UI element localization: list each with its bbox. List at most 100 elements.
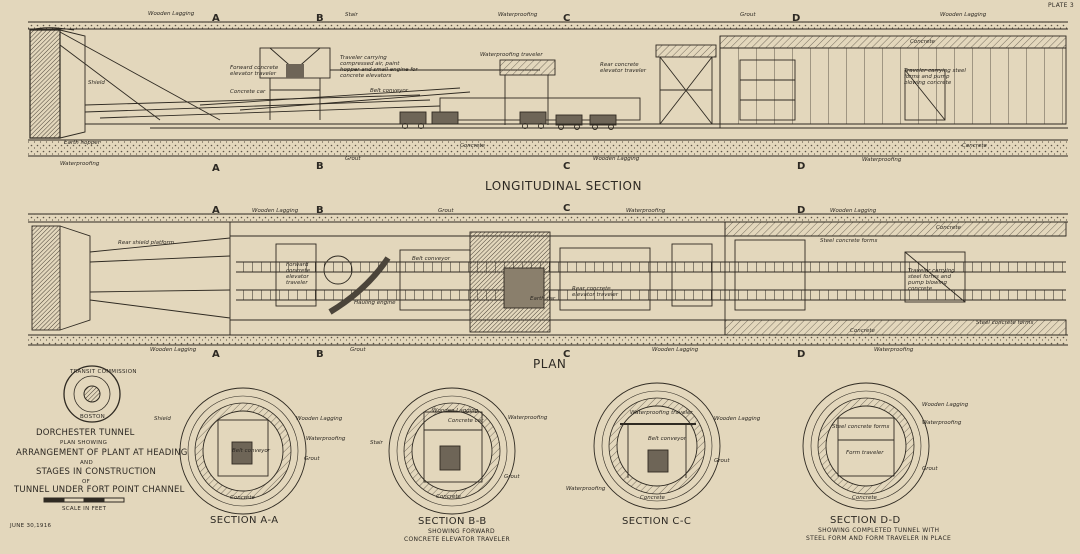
title-line-4: AND <box>80 460 94 466</box>
long-label-concrete-car: Concrete car <box>230 89 266 95</box>
long-label-wooden-lagging-bottom: Wooden Lagging <box>593 156 640 162</box>
plan-label-rear-elevator: Rear concrete elevator traveler <box>572 286 619 298</box>
plate-number: PLATE 3 <box>1048 2 1075 9</box>
cut-mark-d-top: D <box>792 13 801 24</box>
section-dd-label-4: Concrete <box>852 495 877 501</box>
section-dd-sub2: STEEL FORM AND FORM TRAVELER IN PLACE <box>806 535 952 542</box>
plan-label-wooden-lagging-right: Wooden Lagging <box>830 208 877 214</box>
rail-cars <box>399 111 617 130</box>
section-bb-sub2: CONCRETE ELEVATOR TRAVELER <box>404 536 510 543</box>
long-label-waterproofing-traveler: Waterproofing traveler <box>480 52 543 58</box>
section-bb-label-5: Concrete car <box>448 418 484 424</box>
seal-bottom-text: BOSTON <box>80 414 106 420</box>
section-bb-sub1: SHOWING FORWARD <box>428 528 495 535</box>
cut-mark-a-top: A <box>212 13 220 24</box>
plan-label-belt-conveyor: Belt conveyor <box>412 256 450 262</box>
section-dd-label-2: Waterproofing <box>922 420 962 426</box>
long-label-waterproofing-bottom: Waterproofing <box>862 157 902 163</box>
plan-label-grout: Grout <box>438 208 454 214</box>
plan-label-earth-car: Earth car <box>530 296 556 302</box>
section-aa-label-1: Wooden Lagging <box>296 416 343 422</box>
long-label-waterproofing: Waterproofing <box>498 12 538 18</box>
plan-label-steel-forms: Steel concrete forms <box>820 238 878 244</box>
section-aa-label-6: Shield <box>154 416 171 422</box>
plan-label-wooden-lagging-bottom-2: Wooden Lagging <box>652 347 699 353</box>
plan-label-steel-forms-bottom: Steel concrete forms <box>976 320 1034 326</box>
longitudinal-section-title: LONGITUDINAL SECTION <box>485 179 642 193</box>
plan-cut-d-top: D <box>797 205 806 216</box>
section-bb-title: SECTION B-B <box>418 516 487 527</box>
scale-label: SCALE IN FEET <box>62 506 107 512</box>
plan-cut-a-bottom: A <box>212 349 220 360</box>
title-line-1: DORCHESTER TUNNEL <box>36 428 135 438</box>
long-label-concrete-bottom: Concrete <box>460 143 485 149</box>
title-line-6: OF <box>82 479 91 485</box>
section-aa-label-2: Waterproofing <box>306 436 346 442</box>
cut-mark-c-bottom: C <box>563 161 571 172</box>
section-cc-label-5: Waterproofing <box>566 486 606 492</box>
seal-top-text: TRANSIT COMMISSION <box>70 369 137 375</box>
title-line-2: PLAN SHOWING <box>60 440 108 446</box>
section-cc-label-6: Belt conveyor <box>648 436 686 442</box>
section-cc-title: SECTION C-C <box>622 516 692 527</box>
plan-cut-c-top: C <box>563 203 571 214</box>
plan-label-waterproofing-bottom: Waterproofing <box>874 347 914 353</box>
plan-cut-a-top: A <box>212 205 220 216</box>
section-dd-label-6: Form traveler <box>846 450 884 456</box>
plan-label-grout-bottom: Grout <box>350 347 366 353</box>
plan-title: PLAN <box>533 357 567 371</box>
section-bb-label-6: Stair <box>370 440 383 446</box>
plan-cut-c-bottom: C <box>563 349 571 360</box>
section-dd-title: SECTION D-D <box>830 515 901 526</box>
long-label-wooden-lagging: Wooden Lagging <box>148 11 195 17</box>
cut-mark-a-bottom: A <box>212 163 220 174</box>
long-label-grout-bottom: Grout <box>345 156 361 162</box>
section-dd-label-1: Wooden Lagging <box>922 402 969 408</box>
long-label-traveler-concrete: Traveler carrying compressed air, paint … <box>340 55 418 79</box>
cut-mark-b-top: B <box>316 13 324 24</box>
plan-label-waterproofing: Waterproofing <box>626 208 666 214</box>
long-label-belt-conveyor: Belt conveyor <box>370 88 408 94</box>
title-line-3: ARRANGEMENT OF PLANT AT HEADING <box>16 448 188 458</box>
long-label-earth-hopper: Earth hopper <box>64 140 100 146</box>
cut-mark-b-bottom: B <box>316 161 324 172</box>
long-label-concrete-right: Concrete <box>962 143 987 149</box>
plan-label-wooden-lagging-bottom: Wooden Lagging <box>150 347 197 353</box>
section-aa-label-4: Concrete <box>230 495 255 501</box>
title-line-5: STAGES IN CONSTRUCTION <box>36 467 156 477</box>
long-label-form-traveler: Traveler carrying steel forms and pump b… <box>904 68 966 86</box>
long-label-rear-elevator: Rear concrete elevator traveler <box>600 62 647 74</box>
section-cc-label-2: Waterproofing traveler <box>630 410 693 416</box>
section-circles <box>179 382 930 515</box>
plan-cut-b-bottom: B <box>316 349 324 360</box>
long-label-stair: Stair <box>345 12 358 18</box>
plan-label-forward-elevator: Forward concrete elevator traveler <box>286 262 311 286</box>
section-cc-label-1: Wooden Lagging <box>714 416 761 422</box>
section-dd-sub1: SHOWING COMPLETED TUNNEL WITH <box>818 527 940 534</box>
section-cc-label-4: Concrete <box>640 495 665 501</box>
section-dd-drawing <box>802 382 930 510</box>
section-bb-label-2: Wooden Lagging <box>432 408 479 414</box>
scale-bar <box>43 497 125 503</box>
long-label-waterproofing-left: Waterproofing <box>60 161 100 167</box>
section-bb-label-3: Grout <box>504 474 520 480</box>
plan-cut-d-bottom: D <box>797 349 806 360</box>
plan-label-hauling-engine: Hauling engine <box>354 300 396 306</box>
section-bb-label-1: Waterproofing <box>508 415 548 421</box>
section-bb-drawing <box>388 387 516 515</box>
drawing-date: JUNE 30,1916 <box>10 523 52 529</box>
title-line-7: TUNNEL UNDER FORT POINT CHANNEL <box>14 485 185 495</box>
plan-label-shield: Rear shield platform <box>118 240 175 246</box>
section-cc-drawing <box>593 382 721 510</box>
long-label-wooden-lagging-right: Wooden Lagging <box>940 12 987 18</box>
longitudinal-section <box>28 21 1068 157</box>
plan-label-wooden-lagging: Wooden Lagging <box>252 208 299 214</box>
section-aa-drawing <box>179 387 307 515</box>
section-bb-label-4: Concrete <box>436 494 461 500</box>
section-dd-label-3: Grout <box>922 466 938 472</box>
section-cc-label-3: Grout <box>714 458 730 464</box>
plan-cut-b-top: B <box>316 205 324 216</box>
section-dd-label-5: Steel concrete forms <box>832 424 890 430</box>
